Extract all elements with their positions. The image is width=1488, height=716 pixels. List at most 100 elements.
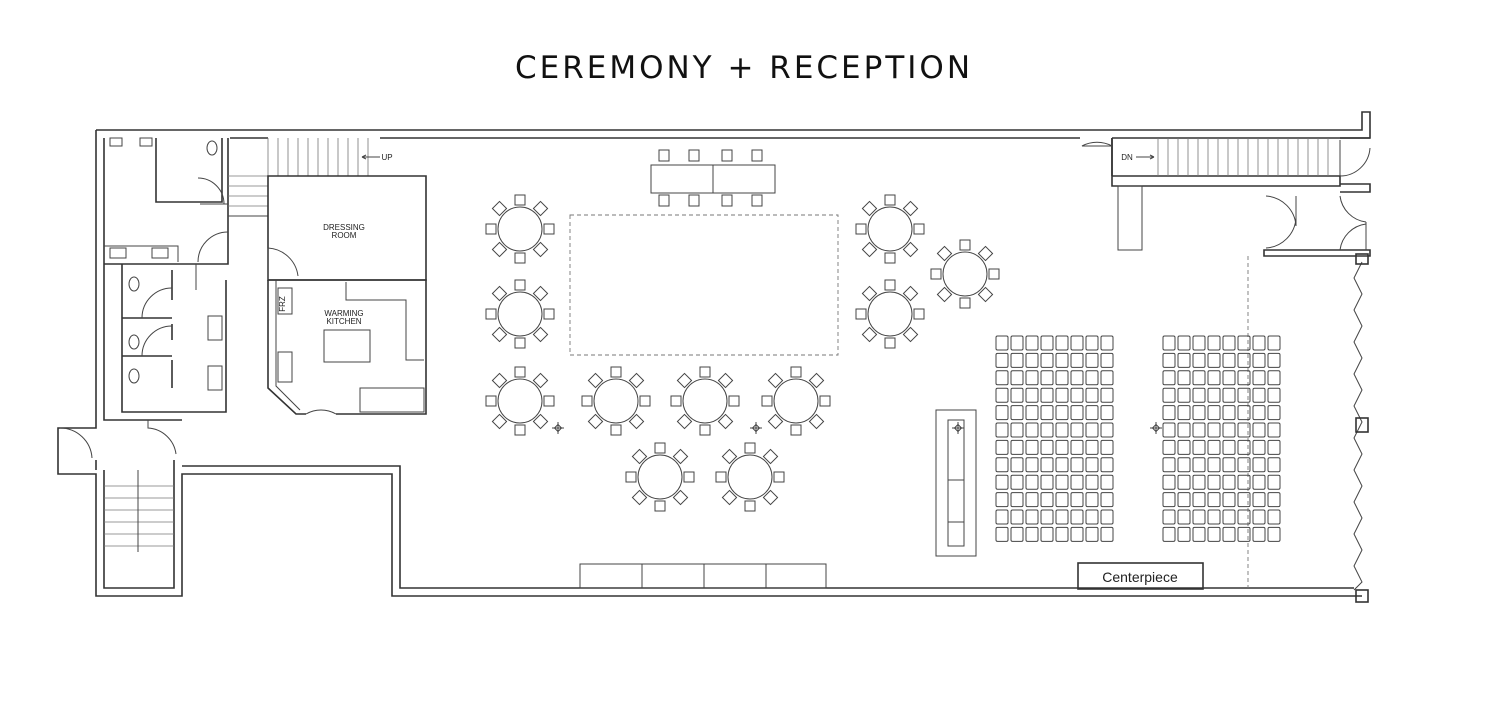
chair: [1207, 492, 1221, 508]
chair: [1177, 509, 1191, 525]
chair: [717, 372, 734, 389]
chair: [767, 413, 784, 430]
chair: [1192, 509, 1206, 525]
chair: [1070, 352, 1084, 368]
chair: [902, 200, 919, 217]
chair: [995, 509, 1009, 525]
chair: [658, 149, 670, 162]
chair: [715, 471, 727, 483]
chair: [628, 372, 645, 389]
chair: [1025, 405, 1039, 421]
chair: [1222, 405, 1236, 421]
stair-up-label: UP: [381, 153, 392, 162]
round-table: [930, 239, 1000, 309]
chair: [683, 471, 695, 483]
chair: [1162, 422, 1176, 438]
chair: [1222, 439, 1236, 455]
buffet-tables: [579, 563, 827, 589]
chair: [1162, 474, 1176, 490]
chair: [995, 335, 1009, 351]
round-table: [581, 366, 651, 436]
stair-up: UP: [228, 138, 393, 217]
chair: [1252, 370, 1266, 386]
chair: [1040, 387, 1054, 403]
chair: [808, 372, 825, 389]
chair: [1162, 405, 1176, 421]
round-table: [855, 194, 925, 264]
chair: [1252, 387, 1266, 403]
chair: [959, 239, 971, 251]
chair: [1100, 335, 1114, 351]
chair: [1222, 387, 1236, 403]
chair: [1085, 492, 1099, 508]
chair: [861, 326, 878, 343]
chair: [1040, 422, 1054, 438]
marker: [750, 422, 762, 434]
chair: [1267, 457, 1281, 473]
chair: [1025, 439, 1039, 455]
chair: [1237, 370, 1251, 386]
chair: [1010, 457, 1024, 473]
chair: [587, 413, 604, 430]
chair: [688, 149, 700, 162]
chair: [514, 424, 526, 436]
chair: [1267, 492, 1281, 508]
chair: [1192, 439, 1206, 455]
chair: [884, 279, 896, 291]
chair: [995, 439, 1009, 455]
chair: [1222, 370, 1236, 386]
chair: [1162, 509, 1176, 525]
chair: [1237, 405, 1251, 421]
chair: [1025, 335, 1039, 351]
chair: [1055, 457, 1069, 473]
round-table: [670, 366, 740, 436]
seating-block: [995, 335, 1114, 542]
chair: [491, 200, 508, 217]
chair: [1177, 439, 1191, 455]
chair: [1040, 457, 1054, 473]
chair: [1100, 370, 1114, 386]
chair: [1252, 509, 1266, 525]
chair: [1025, 422, 1039, 438]
chair: [1100, 526, 1114, 542]
chair: [485, 223, 497, 235]
chair: [1100, 457, 1114, 473]
chair: [1177, 405, 1191, 421]
chair: [744, 500, 756, 512]
chair: [1010, 509, 1024, 525]
chair: [1207, 509, 1221, 525]
chair: [1207, 439, 1221, 455]
chair: [688, 194, 700, 207]
chair: [1070, 335, 1084, 351]
chair: [532, 241, 549, 258]
chair: [1237, 439, 1251, 455]
chair: [672, 489, 689, 506]
chair: [1025, 509, 1039, 525]
chair: [721, 149, 733, 162]
chair: [721, 448, 738, 465]
chair: [1222, 492, 1236, 508]
chair: [1070, 405, 1084, 421]
chair: [1222, 352, 1236, 368]
chair: [1192, 492, 1206, 508]
chair: [491, 372, 508, 389]
chair: [751, 194, 763, 207]
chair: [1162, 526, 1176, 542]
chair: [1055, 474, 1069, 490]
round-table: [485, 279, 555, 349]
chair: [1070, 370, 1084, 386]
chair: [884, 194, 896, 206]
column: [1355, 253, 1369, 265]
centerpiece-label: Centerpiece: [1102, 569, 1178, 585]
chair: [532, 372, 549, 389]
round-table: [761, 366, 831, 436]
chair: [1085, 387, 1099, 403]
chair: [762, 489, 779, 506]
chair: [1252, 422, 1266, 438]
chair: [902, 285, 919, 302]
chair: [1177, 526, 1191, 542]
chair: [672, 448, 689, 465]
chair: [1237, 457, 1251, 473]
stair-down: DN: [1081, 138, 1371, 251]
